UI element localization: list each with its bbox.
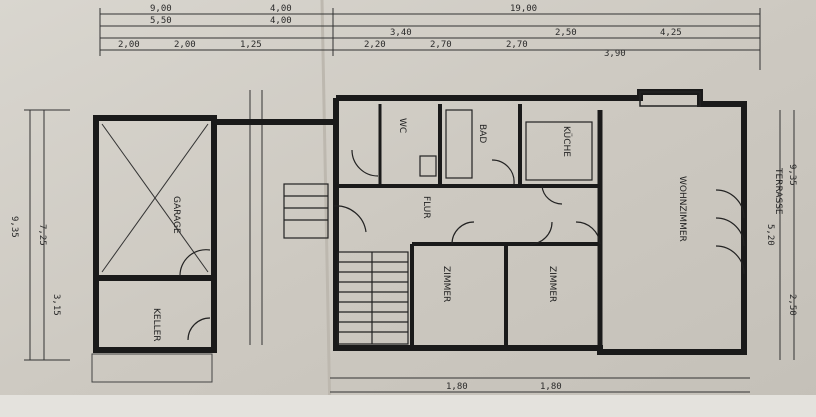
dim-top-detail-7: 3,90	[604, 49, 626, 59]
dim-top-row-3: 3,40	[390, 28, 412, 38]
dim-left-3: 3,15	[51, 294, 61, 316]
fixtures	[419, 109, 593, 181]
room-label-bad: BAD	[477, 124, 487, 143]
dim-top-detail-4: 2,20	[364, 40, 386, 50]
room-label-zimmer-1: ZIMMER	[441, 266, 451, 302]
dim-top-detail-1: 2,00	[118, 40, 140, 50]
paper-lower-strip	[0, 395, 816, 417]
room-label-garage: GARAGE	[171, 196, 181, 234]
dim-bottom-1: 1,80	[446, 382, 468, 392]
wall-garage-wing	[93, 115, 217, 353]
room-label-flur: FLUR	[421, 196, 431, 219]
staircase	[283, 183, 409, 345]
dim-right-1: 9,35	[787, 164, 797, 186]
dim-left-1: 9,35	[9, 216, 19, 238]
kitchen-counter	[525, 121, 593, 181]
wc-toilet	[419, 155, 437, 177]
dim-top-detail-3: 1,25	[240, 40, 262, 50]
dim-top-detail-6: 2,70	[506, 40, 528, 50]
dim-bottom-2: 1,80	[540, 382, 562, 392]
dim-top-row-4: 2,50	[555, 28, 577, 38]
dimension-lines	[24, 8, 795, 393]
dim-top-overall-1: 9,00	[150, 4, 172, 14]
doors	[179, 149, 745, 341]
dim-top-overall-3: 19,00	[510, 4, 537, 14]
front-steps	[91, 353, 213, 383]
room-label-keller: KELLER	[151, 308, 161, 342]
room-label-terrasse: TERRASSE	[773, 167, 783, 215]
dim-top-detail-5: 2,70	[430, 40, 452, 50]
bay-window	[639, 91, 701, 107]
dim-right-2: 5,20	[765, 224, 775, 246]
room-label-wc: WC	[397, 118, 407, 133]
bathtub	[445, 109, 473, 179]
walls	[93, 89, 747, 355]
dim-left-2: 7,25	[37, 224, 47, 246]
dim-top-row-2: 4,00	[270, 16, 292, 26]
dim-top-row-1: 5,50	[150, 16, 172, 26]
dim-top-detail-2: 2,00	[174, 40, 196, 50]
room-label-zimmer-2: ZIMMER	[547, 266, 557, 302]
room-label-wohnzimmer: WOHNZIMMER	[677, 176, 687, 242]
room-label-kueche: KÜCHE	[561, 126, 572, 157]
dim-right-3: 2,50	[787, 294, 797, 316]
dim-top-overall-2: 4,00	[270, 4, 292, 14]
garage-diagonals	[101, 123, 209, 273]
dim-top-row-5: 4,25	[660, 28, 682, 38]
